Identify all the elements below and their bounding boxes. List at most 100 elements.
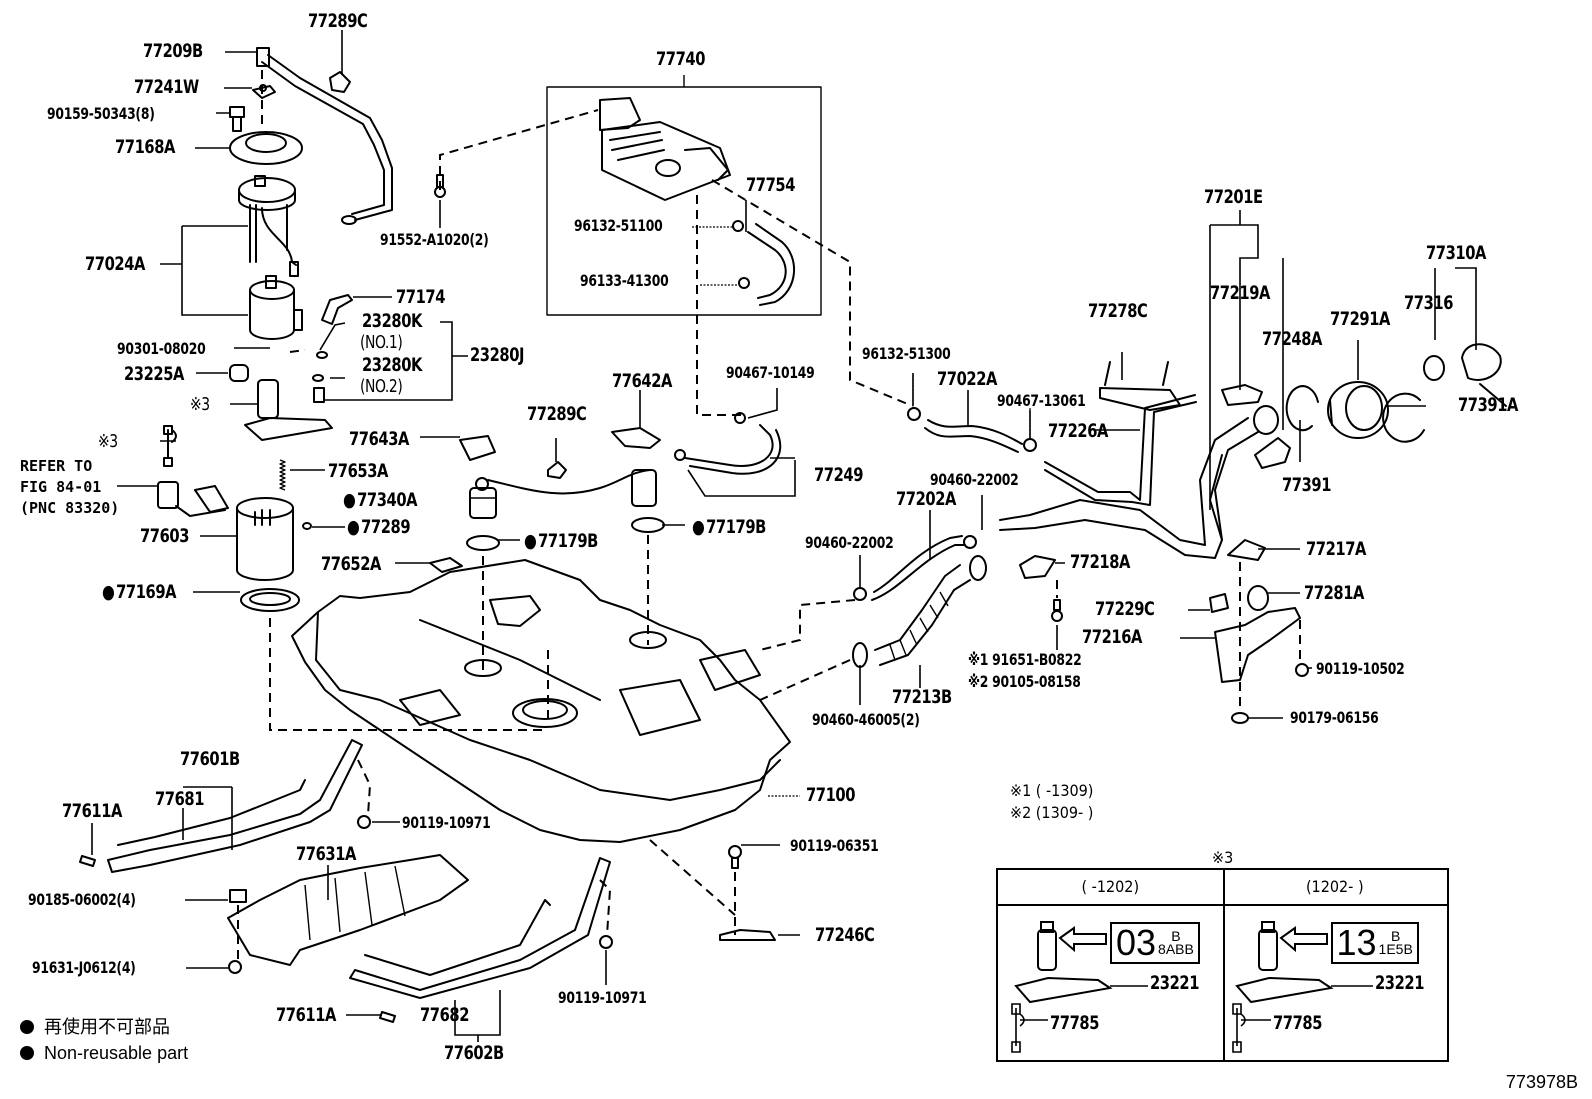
- label-77652A[interactable]: 77652A: [321, 553, 381, 575]
- label-23221-early[interactable]: 23221: [1150, 972, 1199, 994]
- label-77249[interactable]: 77249: [814, 464, 863, 486]
- label-91651-B0822[interactable]: ※1 91651-B0822: [968, 650, 1082, 669]
- note-2: ※2 (1309- ): [1010, 802, 1094, 822]
- bolt-90119-06351: [728, 845, 742, 869]
- label-90119-10971-lower[interactable]: 90119-10971: [558, 988, 647, 1007]
- label-90119-10502[interactable]: 90119-10502: [1316, 659, 1405, 678]
- pad-77652A: [429, 557, 463, 573]
- label-77631A[interactable]: 77631A: [296, 843, 356, 865]
- label-77642A[interactable]: 77642A: [612, 370, 672, 392]
- label-77340A[interactable]: 77340A: [343, 491, 417, 510]
- label-91552-A1020[interactable]: 91552-A1020(2): [380, 230, 489, 249]
- label-77169A[interactable]: 77169A: [102, 583, 176, 602]
- label-77611A-right[interactable]: 77611A: [276, 1004, 336, 1026]
- label-77024A[interactable]: 77024A: [85, 253, 145, 275]
- label-77316[interactable]: 77316: [1404, 292, 1453, 314]
- label-23221-late[interactable]: 23221: [1374, 972, 1424, 994]
- label-77289C-mid[interactable]: 77289C: [527, 403, 587, 425]
- label-77643A[interactable]: 77643A: [349, 428, 409, 450]
- label-96132-51300[interactable]: 96132-51300: [862, 344, 951, 363]
- label-90460-22002-top[interactable]: 90460-22002: [930, 470, 1019, 489]
- label-77241W[interactable]: 77241W: [134, 76, 199, 98]
- label-77179B-right[interactable]: 77179B: [692, 518, 766, 537]
- refer-line-2[interactable]: FIG 84-01: [20, 478, 102, 496]
- pump-illustration: [1231, 921, 1373, 1053]
- label-77216A[interactable]: 77216A: [1082, 626, 1142, 648]
- label-90179-06156[interactable]: 90179-06156: [1290, 708, 1379, 727]
- label-77209B[interactable]: 77209B: [143, 40, 203, 62]
- label-77611A-left[interactable]: 77611A: [62, 800, 122, 822]
- label-77246C[interactable]: 77246C: [815, 924, 875, 946]
- protector-77631A: [227, 854, 469, 966]
- label-90119-06351[interactable]: 90119-06351: [790, 836, 879, 855]
- label-77202A[interactable]: 77202A: [896, 488, 956, 510]
- bolt-90119-10502: [1295, 663, 1309, 677]
- label-77217A[interactable]: 77217A: [1306, 538, 1366, 560]
- label-77213B[interactable]: 77213B: [892, 686, 952, 708]
- hose-77754: [747, 223, 795, 306]
- variant-table-title: ※3: [1212, 848, 1234, 867]
- label-23280K-2[interactable]: 23280K: [362, 354, 422, 376]
- cup-77603: [236, 497, 312, 581]
- code-main: 13: [1336, 922, 1377, 963]
- hose-77213B: [874, 555, 987, 666]
- label-77281A[interactable]: 77281A: [1304, 582, 1364, 604]
- label-77278C[interactable]: 77278C: [1088, 300, 1148, 322]
- label-90119-10971-upper[interactable]: 90119-10971: [402, 813, 491, 832]
- label-77100[interactable]: 77100: [806, 784, 855, 806]
- label-77391[interactable]: 77391: [1282, 474, 1331, 496]
- label-77168A[interactable]: 77168A: [115, 136, 175, 158]
- label-77229C[interactable]: 77229C: [1095, 598, 1155, 620]
- hoses-77249: [674, 412, 782, 475]
- label-77174[interactable]: 77174: [396, 286, 445, 308]
- bolt-91651: [1051, 599, 1063, 622]
- label-90105-08158[interactable]: ※2 90105-08158: [968, 672, 1081, 691]
- label-77682[interactable]: 77682: [420, 1004, 469, 1026]
- label-77785-late[interactable]: 77785: [1272, 1012, 1322, 1034]
- pump-illustration: [1011, 921, 1148, 1053]
- label-77754[interactable]: 77754: [746, 174, 795, 196]
- label-96132-51100[interactable]: 96132-51100: [574, 216, 663, 235]
- label-77022A[interactable]: 77022A: [937, 368, 997, 390]
- label-90301-08020[interactable]: 90301-08020: [117, 339, 206, 358]
- label-90467-13061[interactable]: 90467-13061: [997, 391, 1086, 410]
- guard-77248A: [1254, 437, 1291, 469]
- label-77289[interactable]: 77289: [347, 518, 410, 537]
- label-77391A[interactable]: 77391A: [1458, 394, 1518, 416]
- label-77601B[interactable]: 77601B: [180, 748, 240, 770]
- label-77602B[interactable]: 77602B: [444, 1042, 504, 1064]
- label-77653A[interactable]: 77653A: [328, 460, 388, 482]
- label-77219A[interactable]: 77219A: [1210, 282, 1270, 304]
- label-77740[interactable]: 77740: [656, 48, 705, 70]
- label-77603[interactable]: 77603: [140, 525, 189, 547]
- label-77218A[interactable]: 77218A: [1070, 551, 1130, 573]
- label-23225A[interactable]: 23225A: [124, 363, 184, 385]
- label-77289C-top[interactable]: 77289C: [308, 10, 368, 32]
- label-77179B-left[interactable]: 77179B: [524, 532, 598, 551]
- label-90159-50343[interactable]: 90159-50343(8): [47, 104, 155, 123]
- label-77226A[interactable]: 77226A: [1048, 420, 1108, 442]
- bolt-91631: [228, 960, 242, 974]
- code-bottom: 1E5B: [1378, 941, 1413, 957]
- label-90460-22002-left[interactable]: 90460-22002: [805, 533, 894, 552]
- label-77310A[interactable]: 77310A: [1426, 242, 1486, 264]
- label-77681[interactable]: 77681: [155, 788, 204, 810]
- bullet-icon: [20, 1046, 34, 1060]
- label-77248A[interactable]: 77248A: [1262, 328, 1322, 350]
- bracket-77216A: [1214, 607, 1301, 683]
- label-23280J[interactable]: 23280J: [470, 344, 525, 366]
- label-77785-early[interactable]: 77785: [1050, 1012, 1099, 1034]
- label-90185-06002[interactable]: 90185-06002(4): [28, 890, 136, 909]
- label-91631-J0612[interactable]: 91631-J0612(4): [32, 958, 136, 977]
- code-bottom: 8ABB: [1158, 941, 1194, 957]
- label-90460-46005[interactable]: 90460-46005(2): [812, 710, 920, 729]
- label-96133-41300[interactable]: 96133-41300: [580, 271, 669, 290]
- refer-line-3: (PNC 83320): [20, 499, 120, 517]
- label-77291A[interactable]: 77291A: [1330, 308, 1390, 330]
- label-90467-10149[interactable]: 90467-10149: [726, 363, 815, 382]
- label-77201E[interactable]: 77201E: [1204, 186, 1263, 208]
- label-23280K-1[interactable]: 23280K: [362, 310, 422, 332]
